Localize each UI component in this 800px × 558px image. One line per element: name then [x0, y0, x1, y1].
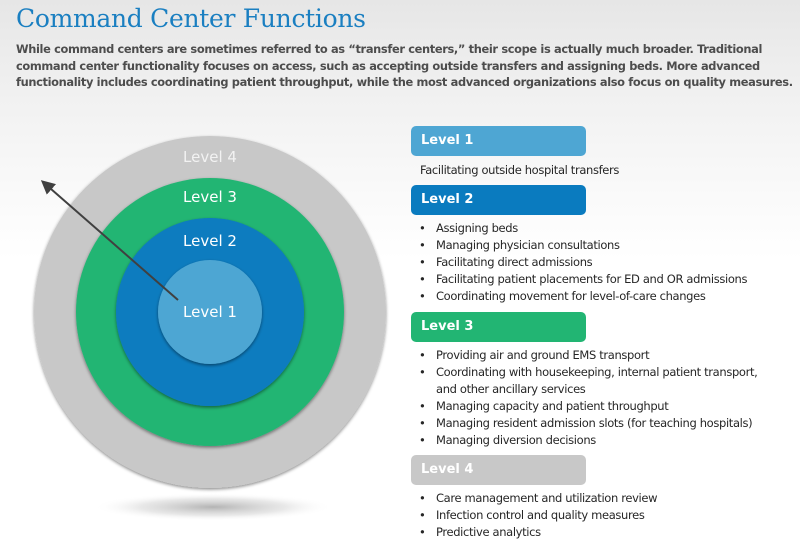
intro-paragraph: While command centers are sometimes refe…: [16, 42, 793, 90]
diagram-floor-shadow: [93, 493, 333, 521]
list-item: Infection control and quality measures: [411, 507, 796, 524]
ring-label-level-2: Level 2: [183, 232, 237, 250]
level-1-description: Facilitating outside hospital transfers: [420, 163, 620, 177]
list-item: Providing air and ground EMS transport: [411, 347, 796, 364]
concentric-levels-diagram: Level 4 Level 3 Level 2 Level 1: [34, 136, 386, 521]
list-item: Assigning beds: [411, 220, 796, 237]
level-3-list: Providing air and ground EMS transport C…: [411, 347, 796, 449]
ring-label-level-4: Level 4: [183, 148, 237, 166]
level-1-header: Level 1: [411, 126, 586, 156]
arrow-icon: [40, 180, 179, 301]
list-item: Care management and utilization review: [411, 490, 796, 507]
list-item: Managing resident admission slots (for t…: [411, 415, 796, 432]
list-item: Managing capacity and patient throughput: [411, 398, 796, 415]
ring-level-1: [158, 260, 262, 364]
level-2-list: Assigning beds Managing physician consul…: [411, 220, 796, 305]
list-item: Facilitating direct admissions: [411, 254, 796, 271]
level-2-header: Level 2: [411, 185, 586, 215]
list-item: Managing diversion decisions: [411, 432, 796, 449]
page-title: Command Center Functions: [16, 4, 366, 33]
list-item: Coordinating with housekeeping, internal…: [411, 364, 796, 398]
list-item: Managing physician consultations: [411, 237, 796, 254]
level-4-header: Level 4: [411, 455, 586, 485]
level-3-header: Level 3: [411, 312, 586, 342]
list-item: Facilitating patient placements for ED a…: [411, 271, 796, 288]
list-item: Coordinating movement for level-of-care …: [411, 288, 796, 305]
level-4-list: Care management and utilization review I…: [411, 490, 796, 541]
ring-label-level-3: Level 3: [183, 188, 237, 206]
list-item: Predictive analytics: [411, 524, 796, 541]
ring-label-level-1: Level 1: [183, 303, 237, 321]
